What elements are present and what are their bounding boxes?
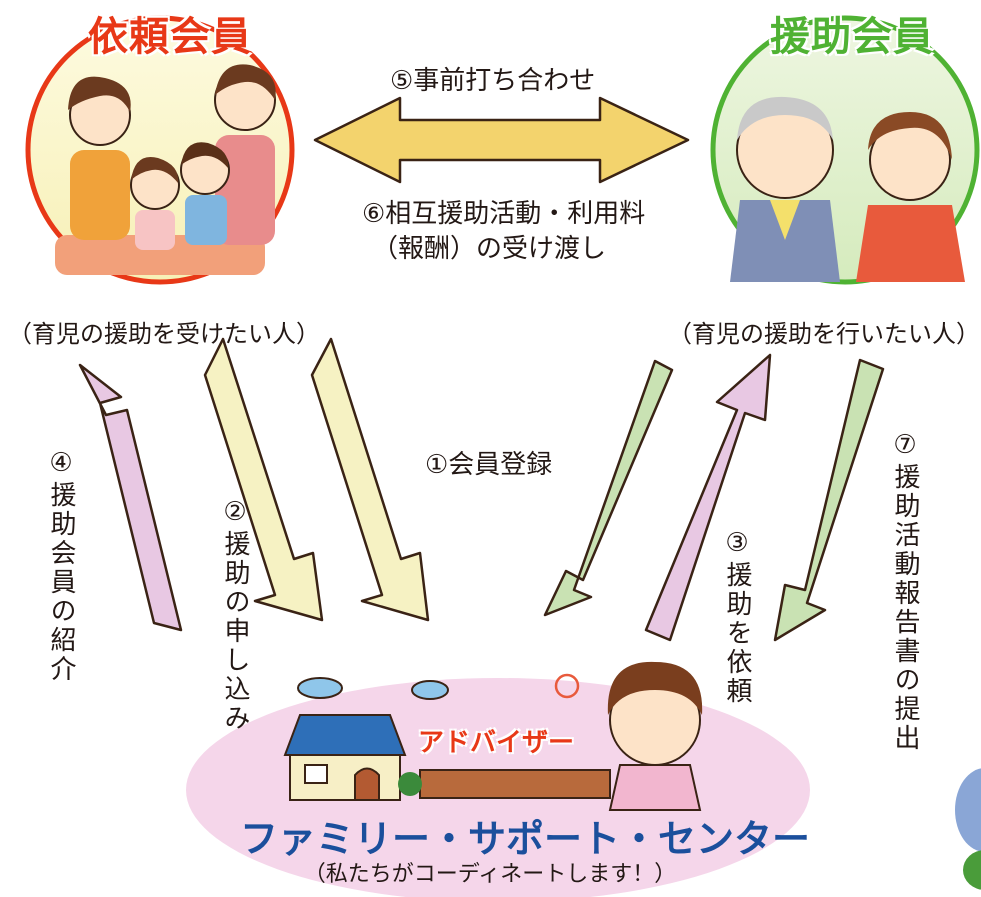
requester-title: 依頼会員 — [88, 14, 252, 60]
supporter-subtitle: （育児の援助を行いたい人） — [668, 320, 980, 348]
arrow-register-requester — [310, 337, 430, 622]
center-subtitle: （私たちがコーディネートします！） — [303, 862, 677, 887]
step5-label: ⑤事前打ち合わせ — [390, 66, 596, 96]
supporter-title: 援助会員 — [770, 14, 934, 60]
adviser-label: アドバイザー — [418, 728, 575, 758]
center-name: ファミリー・サポート・センター — [240, 817, 811, 861]
arrow-request-support — [644, 353, 772, 642]
step6-label-line2: （報酬）の受け渡し — [372, 234, 607, 264]
requester-illustration — [25, 15, 295, 285]
center-illustration — [283, 661, 703, 811]
arrow-introduce-supporter — [78, 363, 183, 632]
step7-label: ⑦援助活動報告書の提出 — [890, 430, 920, 753]
step6-label-line1: ⑥相互援助活動・利用料 — [362, 199, 646, 229]
step4-label: ④援助会員の紹介 — [46, 448, 76, 684]
arrow-submit-report — [773, 358, 885, 642]
mascot-partial — [955, 768, 981, 890]
supporter-illustration — [710, 15, 980, 285]
step3-label: ③援助を依頼 — [722, 528, 752, 706]
arrow-apply-support — [203, 337, 324, 622]
requester-subtitle: （育児の援助を受けたい人） — [8, 320, 320, 348]
step1-label: ①会員登録 — [425, 450, 553, 480]
step2-label: ②援助の申し込み — [220, 497, 250, 733]
exchange-arrow — [313, 96, 690, 184]
arrow-register-supporter — [543, 359, 674, 617]
